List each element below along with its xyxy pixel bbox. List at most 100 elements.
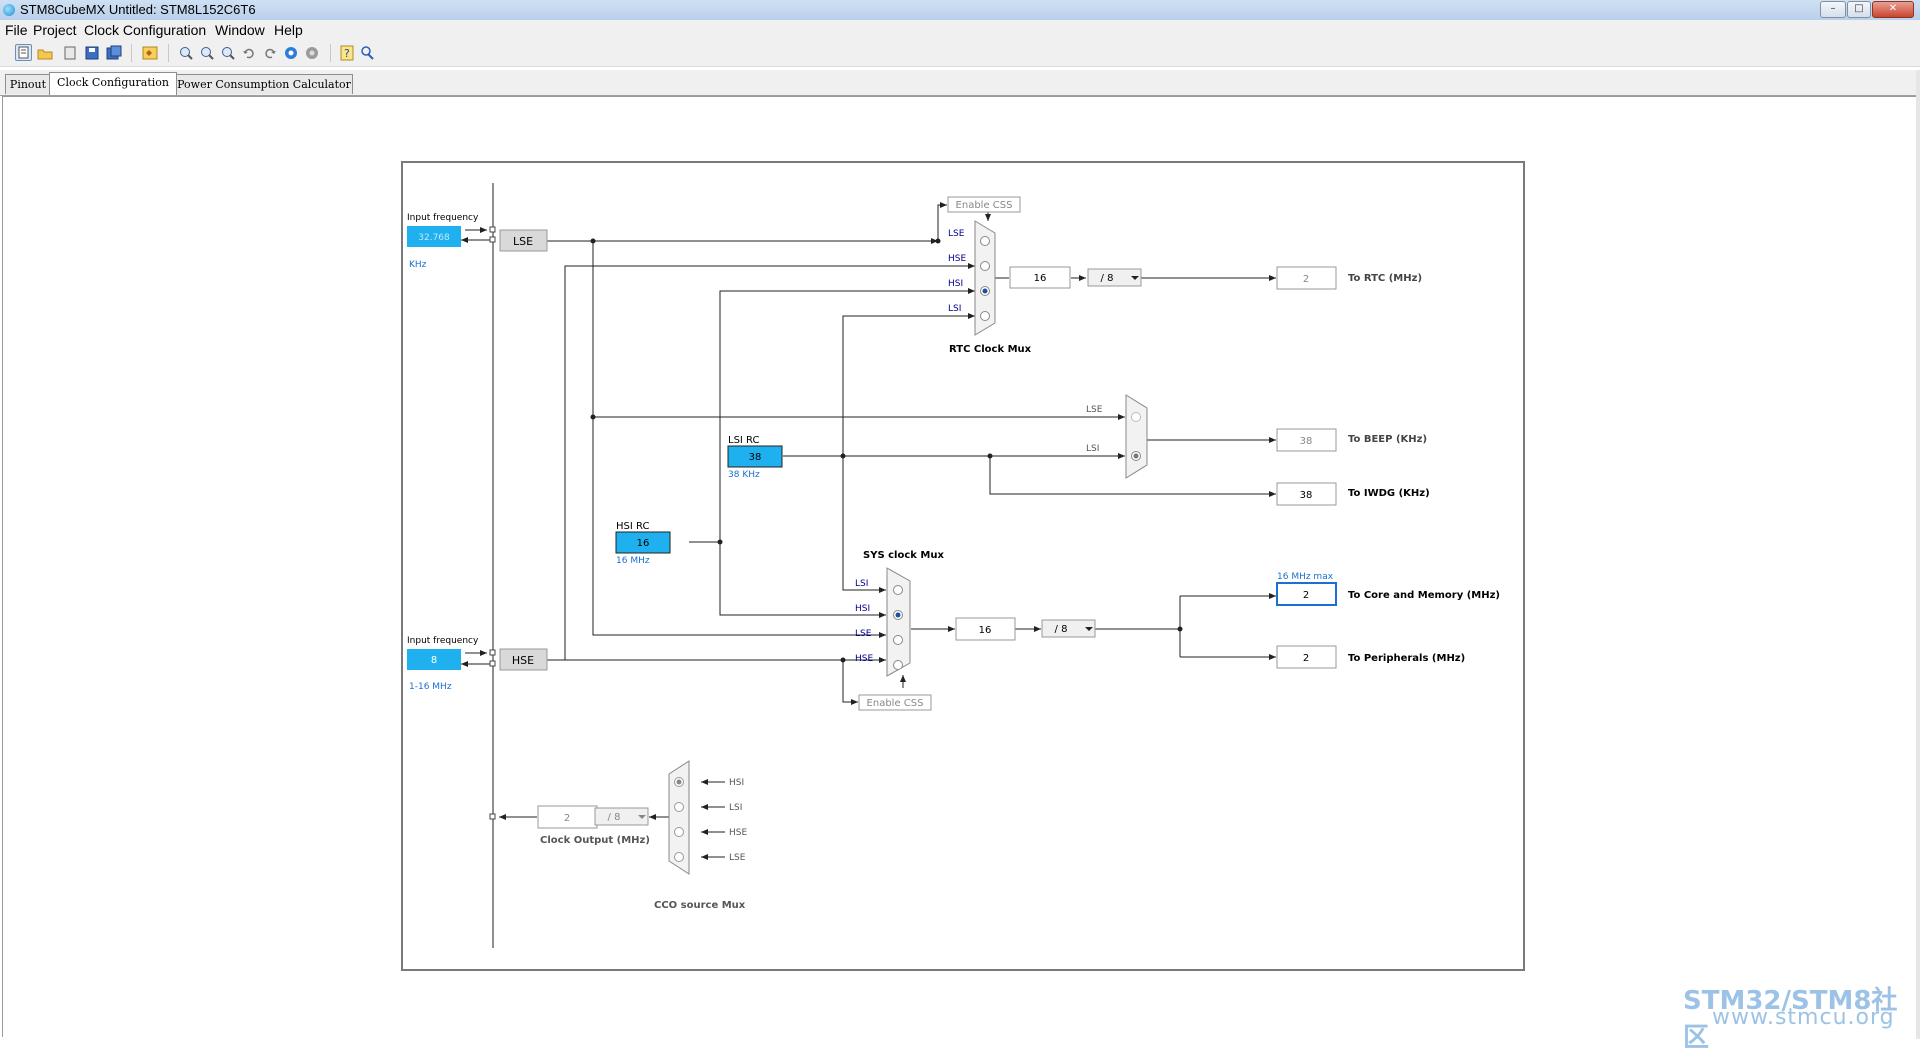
cco-prescaler-select[interactable]: [594, 807, 649, 826]
menu-bar: File Project Clock Configuration Window …: [0, 20, 1920, 40]
rtc-prescaler-select[interactable]: [1087, 268, 1142, 287]
cco-mux-lse-radio[interactable]: [674, 852, 684, 862]
zoom-out-icon[interactable]: [199, 45, 215, 61]
clock-tree-diagram: Input frequency 32.768 KHz LSE Input fre…: [407, 183, 1500, 948]
iwdg-output-box: [1276, 482, 1337, 506]
beep-mux-in-lse: LSE: [1086, 405, 1103, 415]
periph-output-label: To Peripherals (MHz): [1348, 653, 1465, 664]
chevron-down-icon: [1131, 276, 1139, 280]
watermark-url: www.stmcu.org: [1712, 1005, 1895, 1030]
rtc-mux-in-hse: HSE: [948, 254, 966, 264]
beep-output-value: 38: [1300, 436, 1313, 447]
generate-code-icon[interactable]: [141, 45, 158, 61]
close-button[interactable]: ✕: [1872, 1, 1914, 18]
sys-mux-in-hsi: HSI: [855, 604, 870, 614]
hse-input-field[interactable]: [407, 649, 461, 670]
core-output-box[interactable]: [1276, 582, 1337, 606]
zoom-in-icon[interactable]: [178, 45, 194, 61]
rtc-mux-in-lse: LSE: [948, 229, 965, 239]
sys-enable-css-label: Enable CSS: [867, 698, 924, 709]
cco-output-label: Clock Output (MHz): [540, 835, 650, 846]
rtc-prescaler-value: / 8: [1101, 273, 1114, 284]
chevron-down-icon: [1085, 627, 1093, 631]
new-project-icon[interactable]: [15, 44, 32, 61]
rtc-mux-in-lsi: LSI: [948, 304, 961, 314]
beep-mux-lse-radio[interactable]: [1131, 412, 1141, 422]
cco-source-mux: [668, 760, 690, 875]
sys-mux-in-hse: HSE: [855, 654, 873, 664]
minimize-button[interactable]: –: [1820, 1, 1846, 18]
lse-input-field[interactable]: [407, 226, 461, 247]
lsi-rc-value: 38: [749, 452, 762, 463]
beep-mux-in-lsi: LSI: [1086, 444, 1099, 454]
hse-block-label: HSE: [512, 654, 534, 667]
open-recent-icon[interactable]: [62, 45, 78, 61]
window-title: STM8CubeMX Untitled: STM8L152C6T6: [20, 2, 256, 17]
rtc-clock-mux: [974, 220, 996, 336]
rtc-mux-hse-radio[interactable]: [980, 261, 990, 271]
cco-mux-in-hsi: HSI: [729, 778, 744, 788]
hsi-rc-value: 16: [637, 538, 650, 549]
help-icon[interactable]: ?: [339, 45, 355, 61]
sys-mux-hse-radio[interactable]: [893, 660, 903, 670]
rtc-output-label: To RTC (MHz): [1348, 273, 1422, 284]
rtc-mux-value-box: [1009, 266, 1071, 289]
hsi-rc-block: [615, 531, 671, 554]
vertical-scrollbar[interactable]: [1916, 70, 1920, 1039]
cco-output-value: 2: [564, 813, 570, 824]
beep-clock-mux: [1125, 394, 1148, 479]
cco-mux-title: CCO source Mux: [654, 900, 746, 911]
cco-mux-in-lse: LSE: [729, 853, 746, 863]
menu-clock-configuration[interactable]: Clock Configuration: [84, 22, 207, 38]
lsi-rc-block: [727, 445, 783, 468]
title-bar: STM8CubeMX Untitled: STM8L152C6T6 – □ ✕: [0, 0, 1920, 21]
zoom-fit-icon[interactable]: [220, 45, 236, 61]
tab-power-consumption-calculator[interactable]: Power Consumption Calculator: [175, 74, 353, 94]
undo-icon[interactable]: [241, 45, 257, 61]
rtc-mux-lse-radio[interactable]: [980, 236, 990, 246]
cco-mux-in-hse: HSE: [729, 828, 747, 838]
hse-block: [499, 648, 548, 671]
rtc-output-value: 2: [1303, 274, 1309, 285]
tab-clock-configuration[interactable]: Clock Configuration: [49, 72, 177, 95]
hsi-rc-unit: 16 MHz: [616, 556, 650, 566]
save-icon[interactable]: [84, 45, 100, 61]
rtc-mux-value: 16: [1034, 273, 1047, 284]
rtc-mux-in-hsi: HSI: [948, 279, 963, 289]
sys-enable-css-button[interactable]: [858, 694, 932, 711]
rtc-enable-css-label: Enable CSS: [956, 200, 1013, 211]
open-icon[interactable]: [37, 45, 53, 61]
periph-output-box: [1276, 645, 1337, 669]
sys-mux-lsi-radio[interactable]: [893, 585, 903, 595]
tab-bar: Pinout Clock Configuration Power Consump…: [0, 70, 1920, 96]
cco-mux-hse-radio[interactable]: [674, 827, 684, 837]
sys-prescaler-select[interactable]: [1041, 619, 1096, 638]
hse-input-label: Input frequency: [407, 636, 479, 646]
cco-mux-in-lsi: LSI: [729, 803, 742, 813]
cco-mux-lsi-radio[interactable]: [674, 802, 684, 812]
watermark-logo: STM32/STM8社区: [1683, 986, 1898, 1053]
save-as-icon[interactable]: [106, 45, 122, 61]
lse-block: [499, 229, 548, 252]
menu-help[interactable]: Help: [274, 22, 303, 38]
sys-prescaler-value: / 8: [1055, 624, 1068, 635]
sys-clock-mux: [886, 567, 911, 677]
lse-input-label: Input frequency: [407, 213, 479, 223]
rtc-mux-lsi-radio[interactable]: [980, 311, 990, 321]
maximize-button[interactable]: □: [1847, 1, 1871, 18]
menu-project[interactable]: Project: [33, 22, 77, 38]
refresh-icon[interactable]: [304, 45, 320, 61]
app-icon: [3, 4, 15, 16]
menu-file[interactable]: File: [5, 22, 28, 38]
rtc-enable-css-button[interactable]: [947, 196, 1021, 213]
sys-mux-lse-radio[interactable]: [893, 635, 903, 645]
toolbar: ?: [0, 40, 1920, 67]
reset-icon[interactable]: [283, 45, 299, 61]
redo-icon[interactable]: [262, 45, 278, 61]
hsi-rc-label: HSI RC: [616, 521, 649, 532]
about-icon[interactable]: [360, 45, 376, 61]
clock-tree-canvas: Input frequency 32.768 KHz LSE Input fre…: [401, 161, 1525, 971]
menu-window[interactable]: Window: [215, 22, 265, 38]
hse-input-value: 8: [431, 655, 437, 666]
tab-pinout[interactable]: Pinout: [5, 74, 51, 94]
